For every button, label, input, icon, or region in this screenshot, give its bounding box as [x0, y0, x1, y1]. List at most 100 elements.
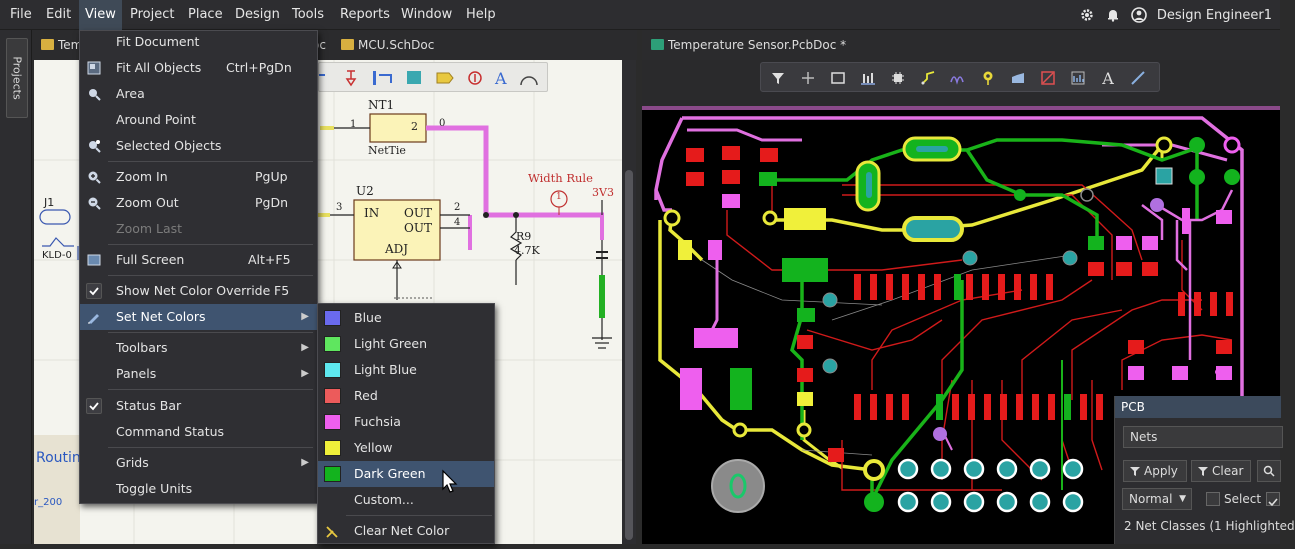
net-color-blue[interactable]: Blue: [318, 305, 494, 331]
menu-item-panels[interactable]: Panels ▶: [80, 361, 317, 387]
keepout-icon[interactable]: [1037, 68, 1059, 88]
menu-item-status-bar[interactable]: Status Bar: [80, 393, 317, 419]
crosshair-icon[interactable]: [797, 68, 819, 88]
menu-reports[interactable]: Reports: [340, 7, 390, 22]
doc-tab-temperature-schdoc[interactable]: Tem: [36, 32, 82, 58]
filter-icon: [1129, 464, 1141, 484]
projects-panel-tab[interactable]: Projects: [6, 38, 28, 118]
menu-window[interactable]: Window: [401, 7, 453, 22]
pen-icon: [86, 309, 102, 325]
apply-button[interactable]: Apply: [1123, 460, 1187, 482]
component-icon[interactable]: [887, 68, 909, 88]
menu-design[interactable]: Design: [235, 7, 280, 22]
align-icon[interactable]: [857, 68, 879, 88]
zoom-checkbox[interactable]: [1266, 492, 1280, 507]
menu-edit[interactable]: Edit: [46, 7, 72, 22]
menu-item-zoom-last: Zoom Last: [116, 221, 183, 236]
menu-item-fit-all-objects[interactable]: Fit All Objects Ctrl+PgDn: [80, 55, 317, 81]
clear-filter-icon: [1197, 464, 1209, 484]
color-swatch: [324, 388, 341, 404]
doc-tab-temperature-pcbdoc[interactable]: Temperature Sensor.PcbDoc *: [646, 32, 846, 58]
net-color-red[interactable]: Red: [318, 383, 494, 409]
menu-item-toggle-units[interactable]: Toggle Units: [116, 481, 193, 496]
select-checkbox[interactable]: [1206, 492, 1220, 506]
color-swatch: [324, 362, 341, 378]
net-color-dark-green[interactable]: Dark Green: [318, 461, 494, 487]
differential-pair-icon[interactable]: [947, 68, 969, 88]
menu-item-toolbars[interactable]: Toolbars ▶: [80, 335, 317, 361]
pcb-doc-icon: [651, 39, 664, 50]
net-classes-summary: 2 Net Classes (1 Highlighted: [1124, 519, 1295, 533]
set-net-colors-submenu: Blue Light Green Light Blue Red Fuchsia …: [317, 303, 495, 544]
directive-icon: [468, 71, 482, 85]
u2-body: [353, 199, 441, 261]
menu-item-fit-document[interactable]: Fit Document: [116, 34, 200, 49]
menu-file[interactable]: File: [10, 7, 32, 22]
route-track-icon[interactable]: [917, 68, 939, 88]
3v3-power-label: 3V3: [592, 186, 614, 199]
menu-help[interactable]: Help: [466, 7, 496, 22]
menu-view[interactable]: View: [79, 0, 122, 30]
net-color-light-green[interactable]: Light Green: [318, 331, 494, 357]
menu-separator: [108, 244, 313, 245]
line-tool-icon[interactable]: [1127, 68, 1149, 88]
menu-item-zoom-in[interactable]: Zoom In PgUp: [80, 164, 317, 190]
net-color-light-blue[interactable]: Light Blue: [318, 357, 494, 383]
net-color-clear[interactable]: Clear Net Color: [318, 518, 494, 544]
clear-button[interactable]: Clear: [1191, 460, 1251, 482]
menu-item-zoom-out[interactable]: Zoom Out PgDn: [80, 190, 317, 216]
polygon-pour-icon[interactable]: [1007, 68, 1029, 88]
width-rule-number: 1: [556, 192, 562, 202]
bell-icon[interactable]: [1105, 7, 1121, 23]
filter-icon[interactable]: [767, 68, 789, 88]
bus-tool-icon: [373, 71, 392, 85]
menu-place[interactable]: Place: [188, 7, 223, 22]
view-dropdown-menu: Fit Document Fit All Objects Ctrl+PgDn A…: [79, 30, 318, 504]
menu-item-around-point[interactable]: Around Point: [116, 112, 196, 127]
mounting-hole-marker: [711, 459, 765, 513]
chevron-down-icon: ▼: [1179, 494, 1186, 504]
menu-item-grids[interactable]: Grids ▶: [80, 450, 317, 476]
fit-all-objects-icon: [86, 60, 102, 76]
net-color-custom[interactable]: Custom...: [354, 492, 414, 507]
submenu-arrow-icon: ▶: [301, 342, 309, 353]
net-color-yellow[interactable]: Yellow: [318, 435, 494, 461]
menu-item-area[interactable]: Area: [80, 81, 317, 107]
doc-tab-mcu-schdoc[interactable]: MCU.SchDoc: [336, 32, 434, 58]
via-icon[interactable]: [977, 68, 999, 88]
check-icon: [86, 398, 102, 414]
magnifier-icon: [1263, 464, 1275, 484]
u2-pin3-number: 3: [336, 202, 343, 213]
pcb-object-type-dropdown[interactable]: Nets: [1123, 426, 1283, 448]
zoom-button[interactable]: [1257, 460, 1281, 482]
user-avatar-icon[interactable]: [1131, 7, 1147, 23]
power-port-icon: [345, 70, 357, 87]
selected-objects-icon: [86, 138, 102, 154]
u2-out-pin-label: OUT: [404, 206, 432, 220]
net-color-fuchsia[interactable]: Fuchsia: [318, 409, 494, 435]
user-name[interactable]: Design Engineer1: [1156, 7, 1272, 23]
menu-item-show-net-color-override[interactable]: Show Net Color Override F5: [80, 278, 317, 304]
nt1-pin1-number: 1: [350, 119, 357, 130]
text-string-icon[interactable]: A: [1102, 68, 1114, 88]
menu-tools[interactable]: Tools: [292, 7, 325, 22]
schematic-scroll-thumb[interactable]: [625, 170, 633, 540]
menu-item-command-status[interactable]: Command Status: [116, 424, 225, 439]
u2-pin2-number: 2: [454, 202, 461, 213]
dimension-icon[interactable]: [1067, 68, 1089, 88]
gear-icon[interactable]: [1079, 7, 1095, 23]
select-rectangle-icon[interactable]: [827, 68, 849, 88]
pcb-tab-bar: [642, 30, 1280, 60]
zoom-area-icon: [86, 86, 102, 102]
left-panel-strip: Projects: [0, 30, 32, 544]
menu-item-selected-objects[interactable]: Selected Objects: [80, 133, 317, 159]
menu-project[interactable]: Project: [130, 7, 175, 22]
highlight-mode-dropdown[interactable]: Normal ▼: [1122, 488, 1192, 510]
u2-out2-pin-label: OUT: [404, 221, 432, 235]
menu-item-full-screen[interactable]: Full Screen Alt+F5: [80, 247, 317, 273]
nettie-comment: NetTie: [368, 144, 406, 157]
menu-item-set-net-colors[interactable]: Set Net Colors ▶: [80, 304, 317, 330]
submenu-arrow-icon: ▶: [301, 368, 309, 379]
text-tool-icon: A: [494, 69, 507, 88]
menu-separator: [108, 447, 313, 448]
